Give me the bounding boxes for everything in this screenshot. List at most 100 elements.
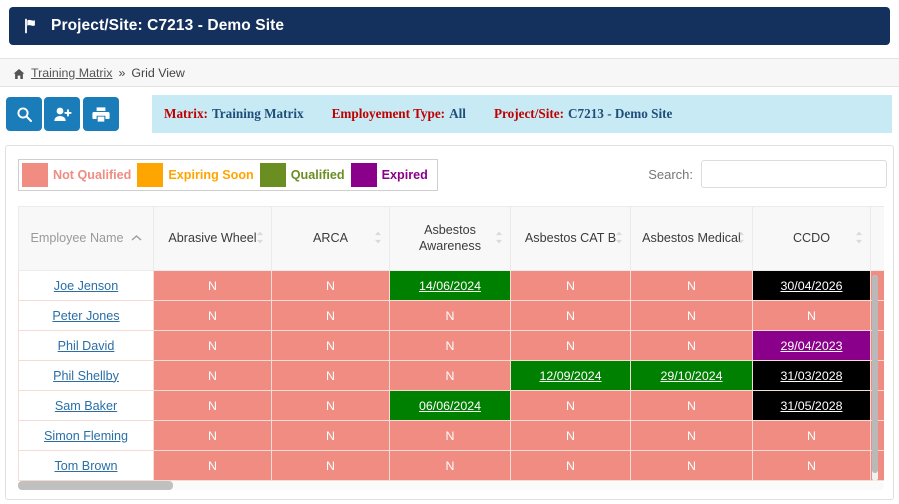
table-horizontal-scrollbar[interactable]: [18, 481, 884, 490]
cell-qualification-status[interactable]: N: [510, 450, 631, 481]
column-header-next-partial[interactable]: [870, 206, 884, 271]
cell-qualification-status[interactable]: N: [630, 270, 753, 301]
cell-qualification-status[interactable]: N: [271, 450, 390, 481]
cell-qualification-status[interactable]: 14/06/2024: [389, 270, 511, 301]
cell-qualification-status[interactable]: N: [389, 420, 511, 451]
employee-name-link[interactable]: Phil David: [57, 338, 115, 353]
status-value: N: [208, 368, 217, 383]
cell-qualification-status[interactable]: 06/06/2024: [389, 390, 511, 421]
status-legend: Not Qualified Expiring Soon Qualified Ex…: [18, 159, 438, 191]
employee-name-link[interactable]: Phil Shellby: [53, 368, 119, 383]
expiry-date: 31/05/2028: [780, 398, 843, 413]
employee-name-link[interactable]: Simon Fleming: [44, 428, 128, 443]
cell-qualification-status[interactable]: N: [271, 420, 390, 451]
matrix-panel: Not Qualified Expiring Soon Qualified Ex…: [5, 145, 894, 500]
print-button[interactable]: [83, 97, 119, 131]
legend-swatch-expired: [350, 163, 377, 187]
cell-qualification-status[interactable]: 30/04/2026: [752, 270, 871, 301]
cell-qualification-status[interactable]: N: [752, 450, 871, 481]
column-header-abrasive-wheel[interactable]: Abrasive Wheel: [153, 206, 272, 271]
cell-employee-name: Sam Baker: [18, 390, 154, 421]
cell-qualification-status[interactable]: N: [630, 330, 753, 361]
cell-qualification-status[interactable]: N: [153, 390, 272, 421]
horizontal-scrollbar-thumb[interactable]: [18, 481, 173, 490]
cell-qualification-status[interactable]: N: [510, 330, 631, 361]
cell-qualification-status[interactable]: N: [271, 390, 390, 421]
cell-qualification-status[interactable]: N: [153, 300, 272, 331]
sort-icon: [615, 231, 623, 247]
cell-qualification-status[interactable]: N: [510, 390, 631, 421]
vertical-scrollbar-thumb[interactable]: [872, 275, 878, 473]
status-value: N: [208, 458, 217, 473]
cell-qualification-status[interactable]: N: [630, 450, 753, 481]
column-header-arca[interactable]: ARCA: [271, 206, 390, 271]
cell-qualification-status[interactable]: 29/04/2023: [752, 330, 871, 361]
cell-qualification-status[interactable]: N: [271, 360, 390, 391]
column-header-asbestos-awareness[interactable]: Asbestos Awareness: [389, 206, 511, 271]
employee-name-link[interactable]: Peter Jones: [52, 308, 120, 323]
cell-qualification-status[interactable]: N: [153, 420, 272, 451]
status-value: N: [445, 308, 455, 323]
cell-qualification-status[interactable]: N: [510, 270, 631, 301]
cell-qualification-status[interactable]: N: [752, 420, 871, 451]
status-value: N: [445, 428, 455, 443]
cell-qualification-status[interactable]: N: [153, 270, 272, 301]
column-header-asbestos-medical[interactable]: Asbestos Medical: [630, 206, 753, 271]
breadcrumb-link-training-matrix[interactable]: Training Matrix: [31, 65, 113, 80]
matrix-table-viewport: Employee Name Abrasive Wheel ARCA: [18, 206, 884, 486]
sort-icon: [374, 231, 382, 247]
cell-qualification-status[interactable]: N: [630, 420, 753, 451]
legend-label-not-qualified: Not Qualified: [53, 168, 132, 182]
cell-qualification-status[interactable]: 31/05/2028: [752, 390, 871, 421]
cell-qualification-status[interactable]: N: [510, 300, 631, 331]
expiry-date: 12/09/2024: [539, 368, 602, 383]
page-title: Project/Site: C7213 - Demo Site: [51, 17, 285, 34]
cell-qualification-status[interactable]: N: [389, 450, 511, 481]
search-button[interactable]: [6, 97, 42, 131]
cell-qualification-status[interactable]: N: [630, 390, 753, 421]
table-header: Employee Name Abrasive Wheel ARCA: [18, 206, 884, 271]
column-header-employee-name[interactable]: Employee Name: [18, 206, 154, 271]
cell-qualification-status[interactable]: N: [752, 300, 871, 331]
employee-name-link[interactable]: Tom Brown: [54, 458, 118, 473]
search-icon: [16, 106, 33, 123]
column-label-asbestos-cat-b: Asbestos CAT B: [524, 230, 617, 245]
cell-qualification-status[interactable]: N: [153, 360, 272, 391]
breadcrumb-current-grid-view: Grid View: [131, 65, 185, 80]
column-header-ccdo[interactable]: CCDO: [752, 206, 871, 271]
add-user-icon: [53, 106, 72, 123]
cell-qualification-status[interactable]: N: [271, 270, 390, 301]
cell-qualification-status[interactable]: 31/03/2028: [752, 360, 871, 391]
cell-qualification-status[interactable]: N: [389, 300, 511, 331]
cell-qualification-status[interactable]: N: [153, 330, 272, 361]
column-label-asbestos-medical: Asbestos Medical: [642, 230, 741, 245]
cell-qualification-status[interactable]: N: [271, 300, 390, 331]
search-label: Search:: [648, 166, 693, 182]
info-matrix: Matrix: Training Matrix: [164, 106, 304, 122]
table-vertical-scrollbar[interactable]: [872, 275, 878, 481]
status-value: N: [566, 308, 575, 323]
info-employment-type-value: All: [449, 106, 466, 121]
add-employee-button[interactable]: [44, 97, 80, 131]
status-value: N: [807, 458, 816, 473]
cell-qualification-status[interactable]: N: [510, 420, 631, 451]
search-input[interactable]: [701, 160, 887, 188]
employee-name-link[interactable]: Joe Jenson: [53, 278, 119, 293]
cell-qualification-status[interactable]: N: [389, 330, 511, 361]
cell-qualification-status[interactable]: N: [153, 450, 272, 481]
cell-qualification-status[interactable]: 12/09/2024: [510, 360, 631, 391]
status-value: N: [445, 338, 455, 353]
legend-label-qualified: Qualified: [290, 168, 345, 182]
cell-qualification-status[interactable]: 29/10/2024: [630, 360, 753, 391]
cell-qualification-status[interactable]: N: [271, 330, 390, 361]
cell-qualification-status[interactable]: N: [630, 300, 753, 331]
info-project-site-key: Project/Site:: [493, 106, 564, 121]
column-header-asbestos-cat-b[interactable]: Asbestos CAT B: [510, 206, 631, 271]
legend-item-expiring-soon: Expiring Soon: [137, 163, 259, 187]
employee-name-link[interactable]: Sam Baker: [54, 398, 118, 413]
sort-ascending-icon: [131, 231, 142, 245]
column-label-arca: ARCA: [313, 230, 348, 245]
cell-qualification-status[interactable]: N: [389, 360, 511, 391]
